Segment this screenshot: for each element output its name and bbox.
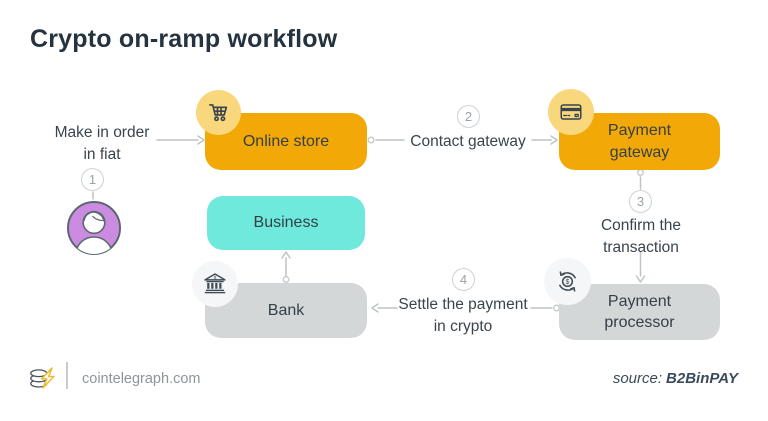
- cart-icon: [208, 103, 227, 121]
- exchange-dollar-icon: $: [559, 271, 576, 292]
- step4-number-badge: 4: [452, 268, 475, 291]
- credit-card-icon: [560, 104, 582, 120]
- step4-label: Settle the payment in crypto: [398, 296, 528, 335]
- footer-divider: [66, 362, 68, 389]
- svg-text:$: $: [566, 279, 570, 286]
- step3-number-badge: 3: [629, 190, 652, 213]
- arrow-bank-to-business: [281, 251, 291, 283]
- source-label: source:: [612, 370, 663, 387]
- footer-site-text: cointelegraph.com: [82, 371, 201, 387]
- step1-label: Make in order in fiat: [54, 124, 150, 163]
- cointelegraph-logo-icon: [30, 367, 55, 389]
- bank-icon: $: [204, 273, 226, 294]
- page-title: Crypto on-ramp workflow: [30, 25, 338, 53]
- bank-badge: $: [192, 261, 238, 307]
- step1-number-badge: 1: [81, 168, 104, 191]
- source-name: B2BinPAY: [666, 370, 738, 387]
- online-store-badge: [196, 90, 241, 135]
- person-avatar-icon: [67, 201, 121, 255]
- step2-number-badge: 2: [457, 105, 480, 128]
- source-credit: source:B2BinPAY: [613, 370, 738, 387]
- payment-processor-badge: $: [544, 258, 591, 305]
- svg-text:$: $: [214, 275, 217, 281]
- step3-label: Confirm the transaction: [600, 217, 682, 256]
- step2-label: Contact gateway: [410, 133, 526, 150]
- node-business: Business: [207, 196, 365, 250]
- payment-gateway-badge: [548, 89, 594, 135]
